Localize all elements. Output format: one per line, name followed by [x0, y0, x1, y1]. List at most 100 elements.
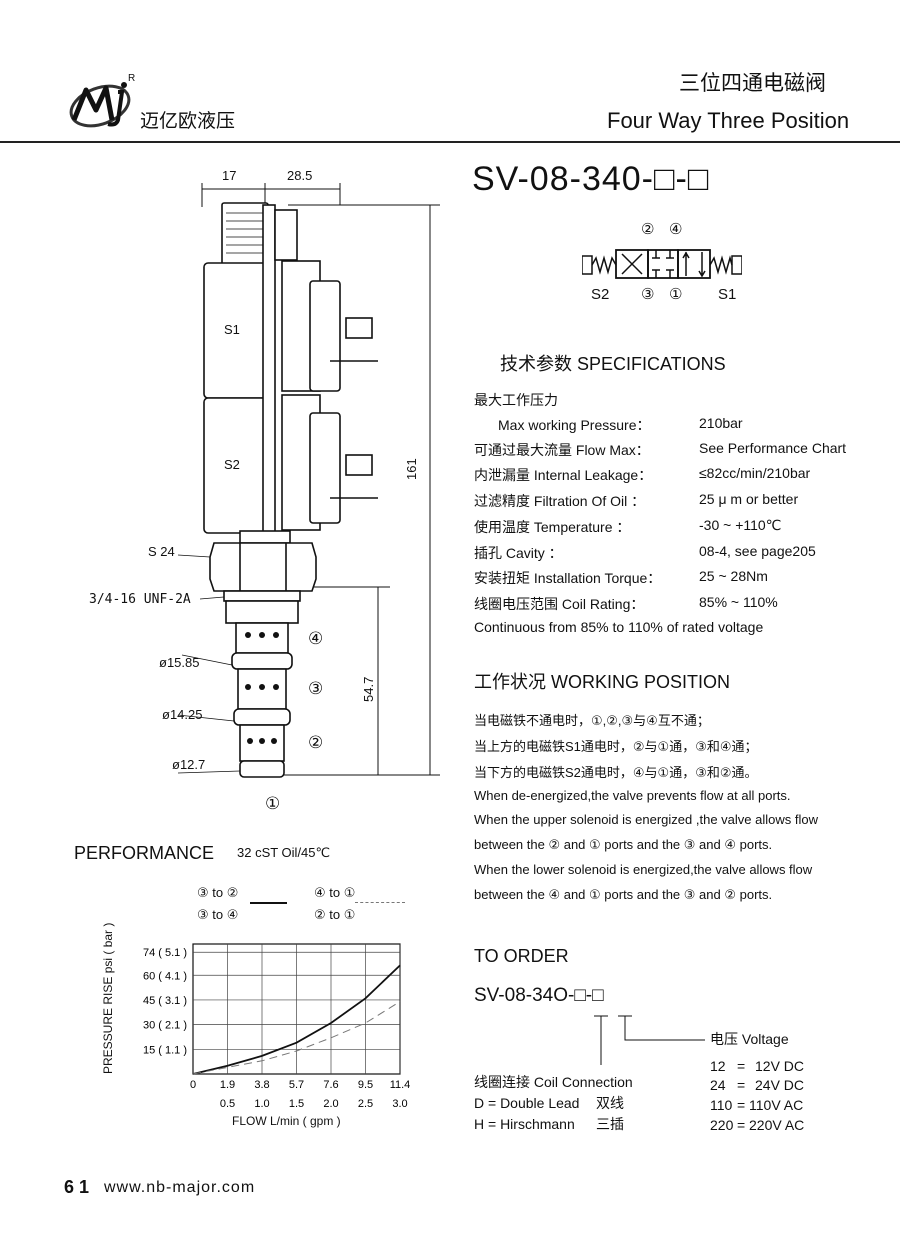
- order-heading: TO ORDER: [474, 946, 569, 966]
- chart-y-label: PRESSURE RISE psi ( bar ): [101, 922, 115, 1074]
- legend-entry: ② to ①: [314, 907, 356, 922]
- diameter-label-2: ø14.25: [162, 707, 203, 722]
- spec-value: 08-4, see page205: [699, 543, 816, 559]
- brand-name: 迈亿欧液压: [140, 111, 236, 132]
- brand-logo-icon: [69, 82, 131, 128]
- y-tick-label: 30 ( 2.1 ): [143, 1020, 187, 1032]
- spec-value: -30 ~ +110℃: [699, 517, 782, 533]
- x-tick-label: 0: [190, 1079, 196, 1091]
- working-heading: 工作状况 WORKING POSITION: [474, 672, 731, 692]
- legend-dashed-swatch: [355, 902, 405, 903]
- performance-heading: PERFORMANCE: [74, 843, 215, 863]
- spec-label: 内泄漏量 Internal Leakage：: [474, 467, 653, 483]
- specs-heading: 技术参数 SPECIFICATIONS: [500, 354, 726, 374]
- spec-label: 可通过最大流量 Flow Max：: [474, 442, 650, 458]
- symbol-label-s1: S1: [718, 286, 737, 303]
- symbol-port-2: ②: [641, 221, 655, 238]
- valve-drawing: [177, 183, 440, 778]
- working-line: between the ④ and ① ports and the ③ and …: [474, 887, 773, 902]
- spec-value: 25 ~ 28Nm: [699, 568, 768, 584]
- x-tick-label-gpm: 2.0: [323, 1098, 338, 1110]
- working-line: 当上方的电磁铁S1通电时，②与①通，③和④通；: [474, 739, 758, 754]
- drawing-port-4: ④: [308, 629, 324, 648]
- voltage-eq: =: [737, 1077, 746, 1093]
- x-tick-label: 1.9: [220, 1079, 235, 1091]
- hex-size-label: S 24: [148, 544, 175, 559]
- voltage-label: 电压 Voltage: [710, 1031, 789, 1047]
- y-tick-label: 45 ( 3.1 ): [143, 995, 187, 1007]
- x-tick-label: 9.5: [358, 1079, 373, 1091]
- diameter-label-3: ø12.7: [172, 757, 206, 772]
- performance-condition: 32 cST Oil/45℃: [237, 845, 331, 860]
- voltage-code: 24: [710, 1077, 726, 1093]
- x-tick-label-gpm: 1.0: [254, 1098, 269, 1110]
- model-code: SV-08-340-□-□: [472, 160, 710, 198]
- y-tick-label: 15 ( 1.1 ): [143, 1044, 187, 1056]
- page-title-en: Four Way Three Position: [607, 108, 850, 133]
- voltage-value: 24V DC: [755, 1077, 805, 1093]
- dim-161: 161: [404, 458, 419, 480]
- header-divider: [0, 141, 900, 143]
- spec-note: Continuous from 85% to 110% of rated vol…: [474, 619, 764, 635]
- coil-option-code: D = Double Lead: [474, 1095, 580, 1111]
- coil-label-s2: S2: [224, 457, 240, 472]
- drawing-port-1: ①: [265, 794, 281, 813]
- coil-option-cn: 三插: [596, 1116, 624, 1132]
- working-line: When de-energized,the valve prevents flo…: [474, 788, 791, 803]
- coil-connection-label: 线圈连接 Coil Connection: [474, 1074, 633, 1090]
- spec-value: ≤82cc/min/210bar: [699, 465, 811, 481]
- y-tick-label: 74 ( 5.1 ): [143, 947, 187, 959]
- legend-solid-swatch: [250, 902, 287, 904]
- legend-entry: ③ to ②: [197, 885, 239, 900]
- x-tick-label: 3.8: [254, 1079, 269, 1091]
- spec-label: 线圈电压范围 Coil Rating：: [474, 596, 645, 612]
- spec-value: 210bar: [699, 415, 743, 431]
- footer-url[interactable]: www.nb-major.com: [104, 1179, 256, 1196]
- logo-registered-mark: R: [128, 73, 136, 84]
- working-line: 当电磁铁不通电时，①,②,③与④互不通；: [474, 713, 710, 728]
- coil-label-s1: S1: [224, 322, 240, 337]
- coil-option-cn: 双线: [596, 1095, 624, 1111]
- voltage-code: 12: [710, 1058, 726, 1074]
- voltage-eq: =: [737, 1117, 746, 1133]
- page-title-cn: 三位四通电磁阀: [679, 72, 826, 95]
- voltage-value: 12V DC: [755, 1058, 805, 1074]
- spec-value: 85% ~ 110%: [699, 594, 778, 610]
- voltage-code: 110: [710, 1097, 733, 1113]
- voltage-eq: =: [737, 1058, 746, 1074]
- series-line-solid: [192, 964, 401, 1075]
- x-tick-label-gpm: 0.5: [220, 1098, 235, 1110]
- x-tick-label-gpm: 1.5: [289, 1098, 304, 1110]
- thread-label: 3/4-16 UNF-2A: [89, 592, 191, 607]
- spec-label: Max working Pressure：: [498, 417, 651, 433]
- symbol-port-1: ①: [669, 286, 683, 303]
- x-tick-label: 11.4: [390, 1079, 411, 1091]
- series-line-dashed: [192, 1001, 401, 1075]
- voltage-value: 110V AC: [749, 1097, 804, 1113]
- coil-option-code: H = Hirschmann: [474, 1116, 575, 1132]
- spec-label: 插孔 Cavity ：: [474, 545, 563, 561]
- drawing-port-2: ②: [308, 733, 324, 752]
- working-line: When the lower solenoid is energized,the…: [474, 862, 813, 877]
- diameter-label-1: ø15.85: [159, 655, 200, 670]
- working-line: between the ② and ① ports and the ③ and …: [474, 837, 773, 852]
- spec-label: 安装扭矩 Installation Torque：: [474, 570, 662, 586]
- dim-54-7: 54.7: [361, 676, 376, 702]
- spec-label: 使用温度 Temperature ：: [474, 519, 631, 535]
- symbol-port-3: ③: [641, 286, 655, 303]
- legend-entry: ③ to ④: [197, 907, 239, 922]
- drawing-port-3: ③: [308, 679, 324, 698]
- dim-17: 17: [222, 168, 237, 183]
- working-line: When the upper solenoid is energized ,th…: [474, 812, 818, 827]
- working-line: 当下方的电磁铁S2通电时，④与①通，③和②通。: [474, 765, 758, 780]
- order-code: SV-08-34O-□-□: [474, 985, 604, 1006]
- voltage-code: 220: [710, 1117, 734, 1133]
- x-tick-label-gpm: 2.5: [358, 1098, 373, 1110]
- spec-value: 25 μ m or better: [699, 491, 799, 507]
- x-tick-label-gpm: 3.0: [392, 1098, 407, 1110]
- spec-label: 最大工作压力: [474, 392, 558, 408]
- y-tick-label: 60 ( 4.1 ): [143, 970, 187, 982]
- symbol-port-4: ④: [669, 221, 683, 238]
- voltage-eq: =: [737, 1097, 746, 1113]
